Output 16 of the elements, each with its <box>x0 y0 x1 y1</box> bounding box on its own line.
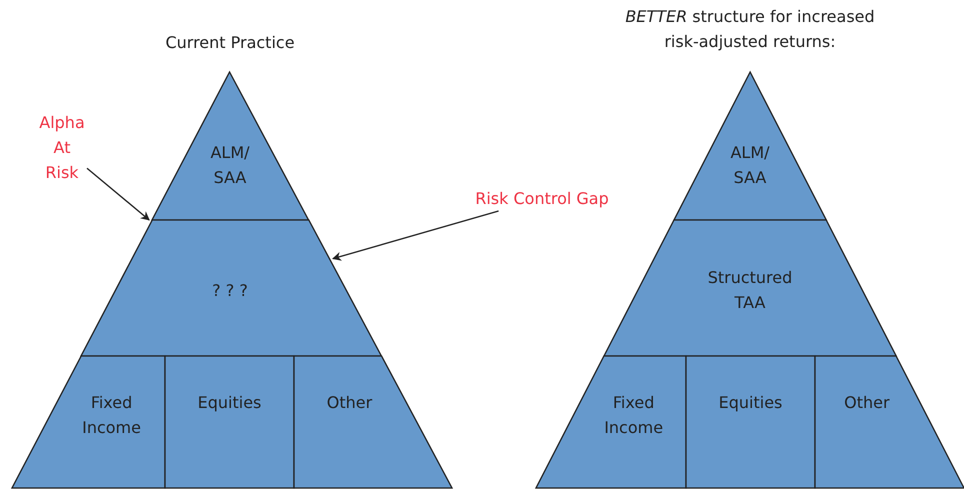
arrow <box>86 168 150 221</box>
tier-label: Equities <box>718 392 782 414</box>
tier-label: Other <box>844 392 890 414</box>
tier-label: ALM/ SAA <box>209 142 251 189</box>
tier-label: ? ? ? <box>212 280 248 302</box>
tier-label: Other <box>326 392 372 414</box>
pyramid-heading: BETTER structure for increased risk-adjusted returns: <box>624 6 876 53</box>
tier-label: ALM/ SAA <box>729 142 771 189</box>
pyramid-heading: Current Practice <box>165 32 295 54</box>
tier-label: Fixed Income <box>81 392 142 439</box>
callout-text: Alpha At Risk <box>37 110 87 185</box>
tier-label: Structured TAA <box>706 267 794 314</box>
tier-label: Fixed Income <box>603 392 664 439</box>
callout-text: Risk Control Gap <box>462 186 622 211</box>
arrow <box>332 210 499 261</box>
tier-label: Equities <box>198 392 262 414</box>
